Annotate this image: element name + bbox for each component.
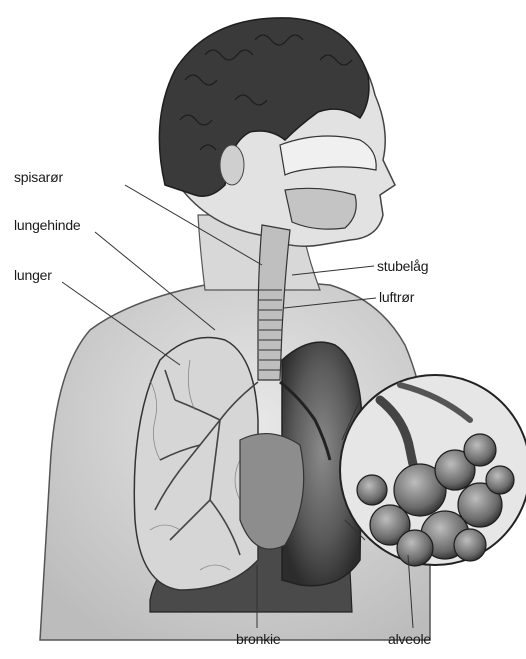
label-lungs: lunger: [14, 268, 52, 282]
label-trachea: luftrør: [379, 290, 414, 304]
label-esophagus: spisarør: [14, 170, 63, 184]
mouth-cavity: [285, 188, 356, 229]
label-pleura: lungehinde: [14, 218, 81, 232]
ear: [220, 145, 244, 185]
label-vocal-cords: stubelåg: [377, 259, 428, 273]
alveoli-magnified: [340, 375, 526, 566]
label-bronchiole: bronkie: [236, 632, 281, 646]
label-alveoli: alveole: [388, 632, 431, 646]
